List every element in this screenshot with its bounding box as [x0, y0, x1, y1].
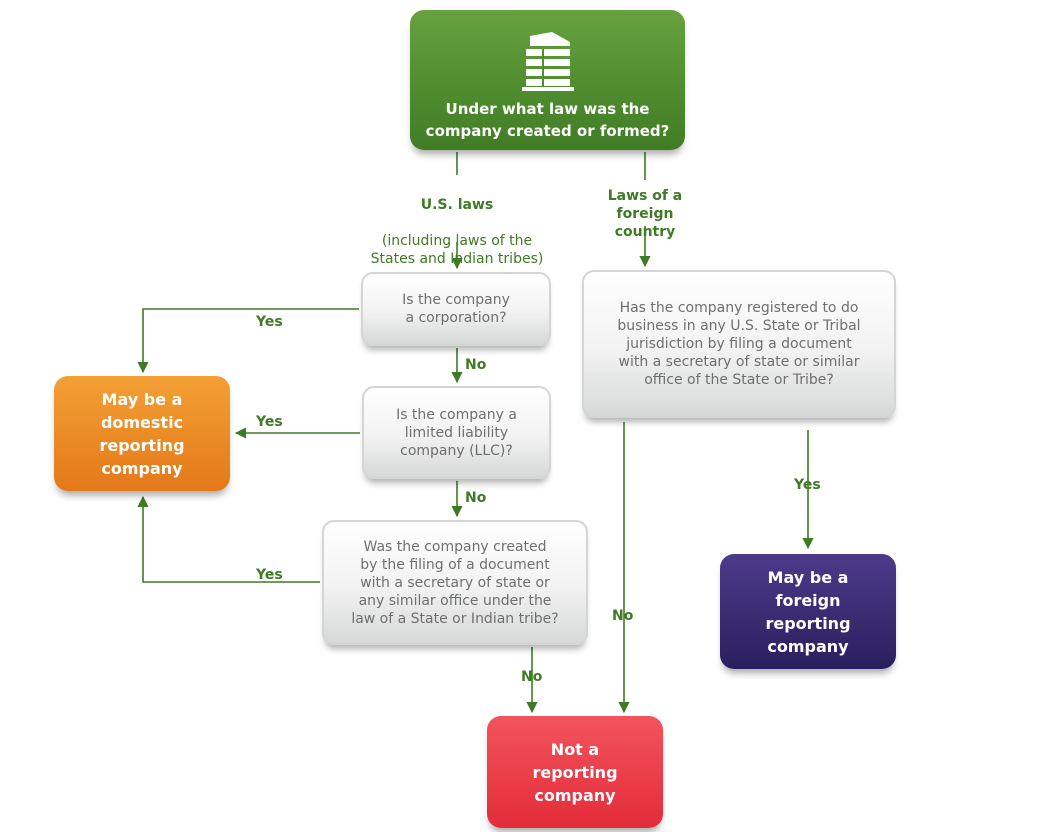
- law-question-text: Under what law was the company created o…: [425, 100, 670, 140]
- no-corporation-label: No: [465, 357, 487, 373]
- not-reporting-text: Not a reporting company: [532, 739, 618, 805]
- us-laws-detail: (including laws of the States and Indian…: [370, 233, 544, 267]
- corporation-question-box: Is the company a corporation?: [361, 272, 551, 346]
- no-registered-label: No: [612, 608, 634, 624]
- connector-filing-yes: [137, 495, 320, 583]
- not-reporting-box: Not a reporting company: [487, 716, 663, 828]
- domestic-reporting-text: May be a domestic reporting company: [99, 389, 185, 478]
- filing-question-box: Was the company created by the filing of…: [322, 520, 588, 645]
- no-llc-label: No: [465, 490, 487, 506]
- llc-question-box: Is the company a limited liability compa…: [362, 386, 551, 479]
- us-laws-title: U.S. laws: [420, 197, 494, 213]
- yes-llc-label: Yes: [256, 414, 283, 430]
- yes-filing-label: Yes: [256, 567, 283, 583]
- yes-registered-label: Yes: [794, 477, 821, 493]
- office-building-icon: [521, 32, 574, 91]
- filing-question-text: Was the company created by the filing of…: [351, 538, 559, 627]
- domestic-reporting-box: May be a domestic reporting company: [54, 376, 230, 491]
- foreign-reporting-box: May be a foreign reporting company: [720, 554, 896, 669]
- foreign-laws-label: Laws of a foreign country: [607, 188, 683, 240]
- us-laws-label: U.S. laws (including laws of the States …: [352, 178, 562, 268]
- connector-corporation-yes: [137, 308, 359, 374]
- corporation-question-text: Is the company a corporation?: [402, 292, 510, 326]
- law-question-box: Under what law was the company created o…: [410, 10, 685, 150]
- registered-question-text: Has the company registered to do busines…: [617, 300, 861, 388]
- yes-corporation-label: Yes: [256, 314, 283, 330]
- no-filing-label: No: [521, 669, 543, 685]
- llc-question-text: Is the company a limited liability compa…: [396, 406, 517, 459]
- registered-question-box: Has the company registered to do busines…: [582, 270, 896, 418]
- foreign-reporting-text: May be a foreign reporting company: [765, 567, 851, 656]
